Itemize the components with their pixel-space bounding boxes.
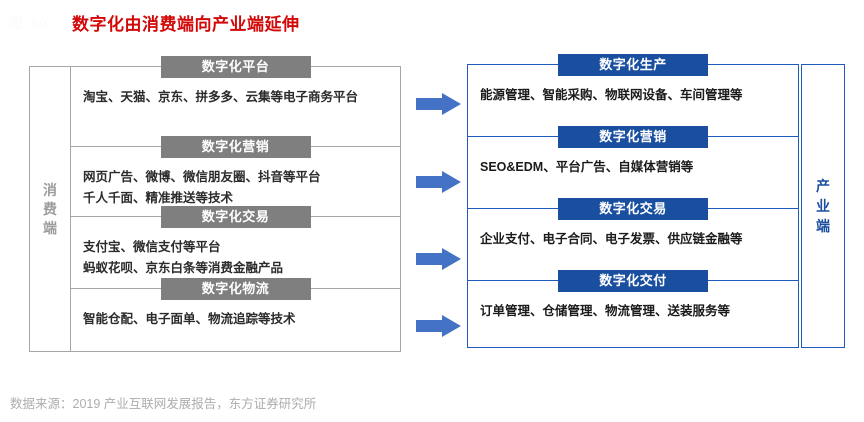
consumer-section-trade: 数字化交易 支付宝、微信支付等平台 蚂蚁花呗、京东白条等消费金融产品 [71,206,400,289]
industry-section-delivery-line-1: 订单管理、仓储管理、物流管理、送装服务等 [480,304,731,318]
industry-section-production: 数字化生产 能源管理、智能采购、物联网设备、车间管理等 [468,54,798,137]
arrow-logistics-to-delivery-icon [416,315,461,337]
consumer-section-platform-line-1: 淘宝、天猫、京东、拼多多、云集等电子商务平台 [83,90,359,104]
industry-panel: 数字化生产 能源管理、智能采购、物联网设备、车间管理等 数字化营销 SEO&ED… [467,54,845,348]
industry-side-label: 产业端 [801,64,845,348]
industry-section-production-header: 数字化生产 [558,54,708,76]
industry-section-delivery-header: 数字化交付 [558,270,708,292]
arrow-column [416,66,464,352]
consumer-section-trade-line-2: 蚂蚁花呗、京东白条等消费金融产品 [83,261,284,275]
industry-section-marketing-line-1: SEO&EDM、平台广告、自媒体营销等 [480,160,694,174]
consumer-section-marketing: 数字化营销 网页广告、微博、微信朋友圈、抖音等平台 千人千面、精准推送等技术 [71,136,400,217]
consumer-side-label: 消费端 [29,66,70,352]
industry-section-trade-header: 数字化交易 [558,198,708,220]
arrow-trade-to-trade-icon [416,248,461,270]
industry-sections: 数字化生产 能源管理、智能采购、物联网设备、车间管理等 数字化营销 SEO&ED… [467,54,799,348]
consumer-section-marketing-line-1: 网页广告、微博、微信朋友圈、抖音等平台 [83,170,321,184]
arrow-head [442,171,461,193]
page-title: 数字化由消费端向产业端延伸 [72,15,300,34]
industry-section-trade-line-1: 企业支付、电子合同、电子发票、供应链金融等 [480,232,743,246]
industry-side-label-text: 产业端 [816,178,830,234]
consumer-section-trade-line-1: 支付宝、微信支付等平台 [83,240,221,254]
consumer-panel: 消费端 数字化平台 淘宝、天猫、京东、拼多多、云集等电子商务平台 数字化营销 网… [29,56,401,352]
consumer-section-logistics-line-1: 智能仓配、电子面单、物流追踪等技术 [83,312,296,326]
source-note: 数据来源：2019 产业互联网发展报告，东方证券研究所 [10,397,317,411]
arrow-head [442,315,461,337]
arrow-marketing-to-marketing-icon [416,171,461,193]
industry-section-marketing: 数字化营销 SEO&EDM、平台广告、自媒体营销等 [468,126,798,209]
industry-section-marketing-header: 数字化营销 [558,126,708,148]
consumer-section-platform-header: 数字化平台 [160,56,311,78]
consumer-section-logistics-header: 数字化物流 [160,278,311,300]
arrow-shaft [416,98,445,110]
consumer-side-label-text: 消费端 [43,181,57,236]
consumer-section-trade-header: 数字化交易 [160,206,311,228]
industry-section-delivery: 数字化交付 订单管理、仓储管理、物流管理、送装服务等 [468,270,798,347]
consumer-section-marketing-line-2: 千人千面、精准推送等技术 [83,191,234,205]
arrow-head [442,93,461,115]
arrow-shaft [416,320,445,332]
consumer-section-marketing-header: 数字化营销 [160,136,311,158]
arrow-head [442,248,461,270]
industry-section-production-line-1: 能源管理、智能采购、物联网设备、车间管理等 [480,88,743,102]
arrow-platform-to-production-icon [416,93,461,115]
figure-number-tag: 图 30: [8,15,54,32]
arrow-shaft [416,176,445,188]
consumer-section-logistics: 数字化物流 智能仓配、电子面单、物流追踪等技术 [71,278,400,351]
consumer-section-platform: 数字化平台 淘宝、天猫、京东、拼多多、云集等电子商务平台 [71,56,400,147]
arrow-shaft [416,253,445,265]
consumer-sections: 数字化平台 淘宝、天猫、京东、拼多多、云集等电子商务平台 数字化营销 网页广告、… [70,56,401,352]
